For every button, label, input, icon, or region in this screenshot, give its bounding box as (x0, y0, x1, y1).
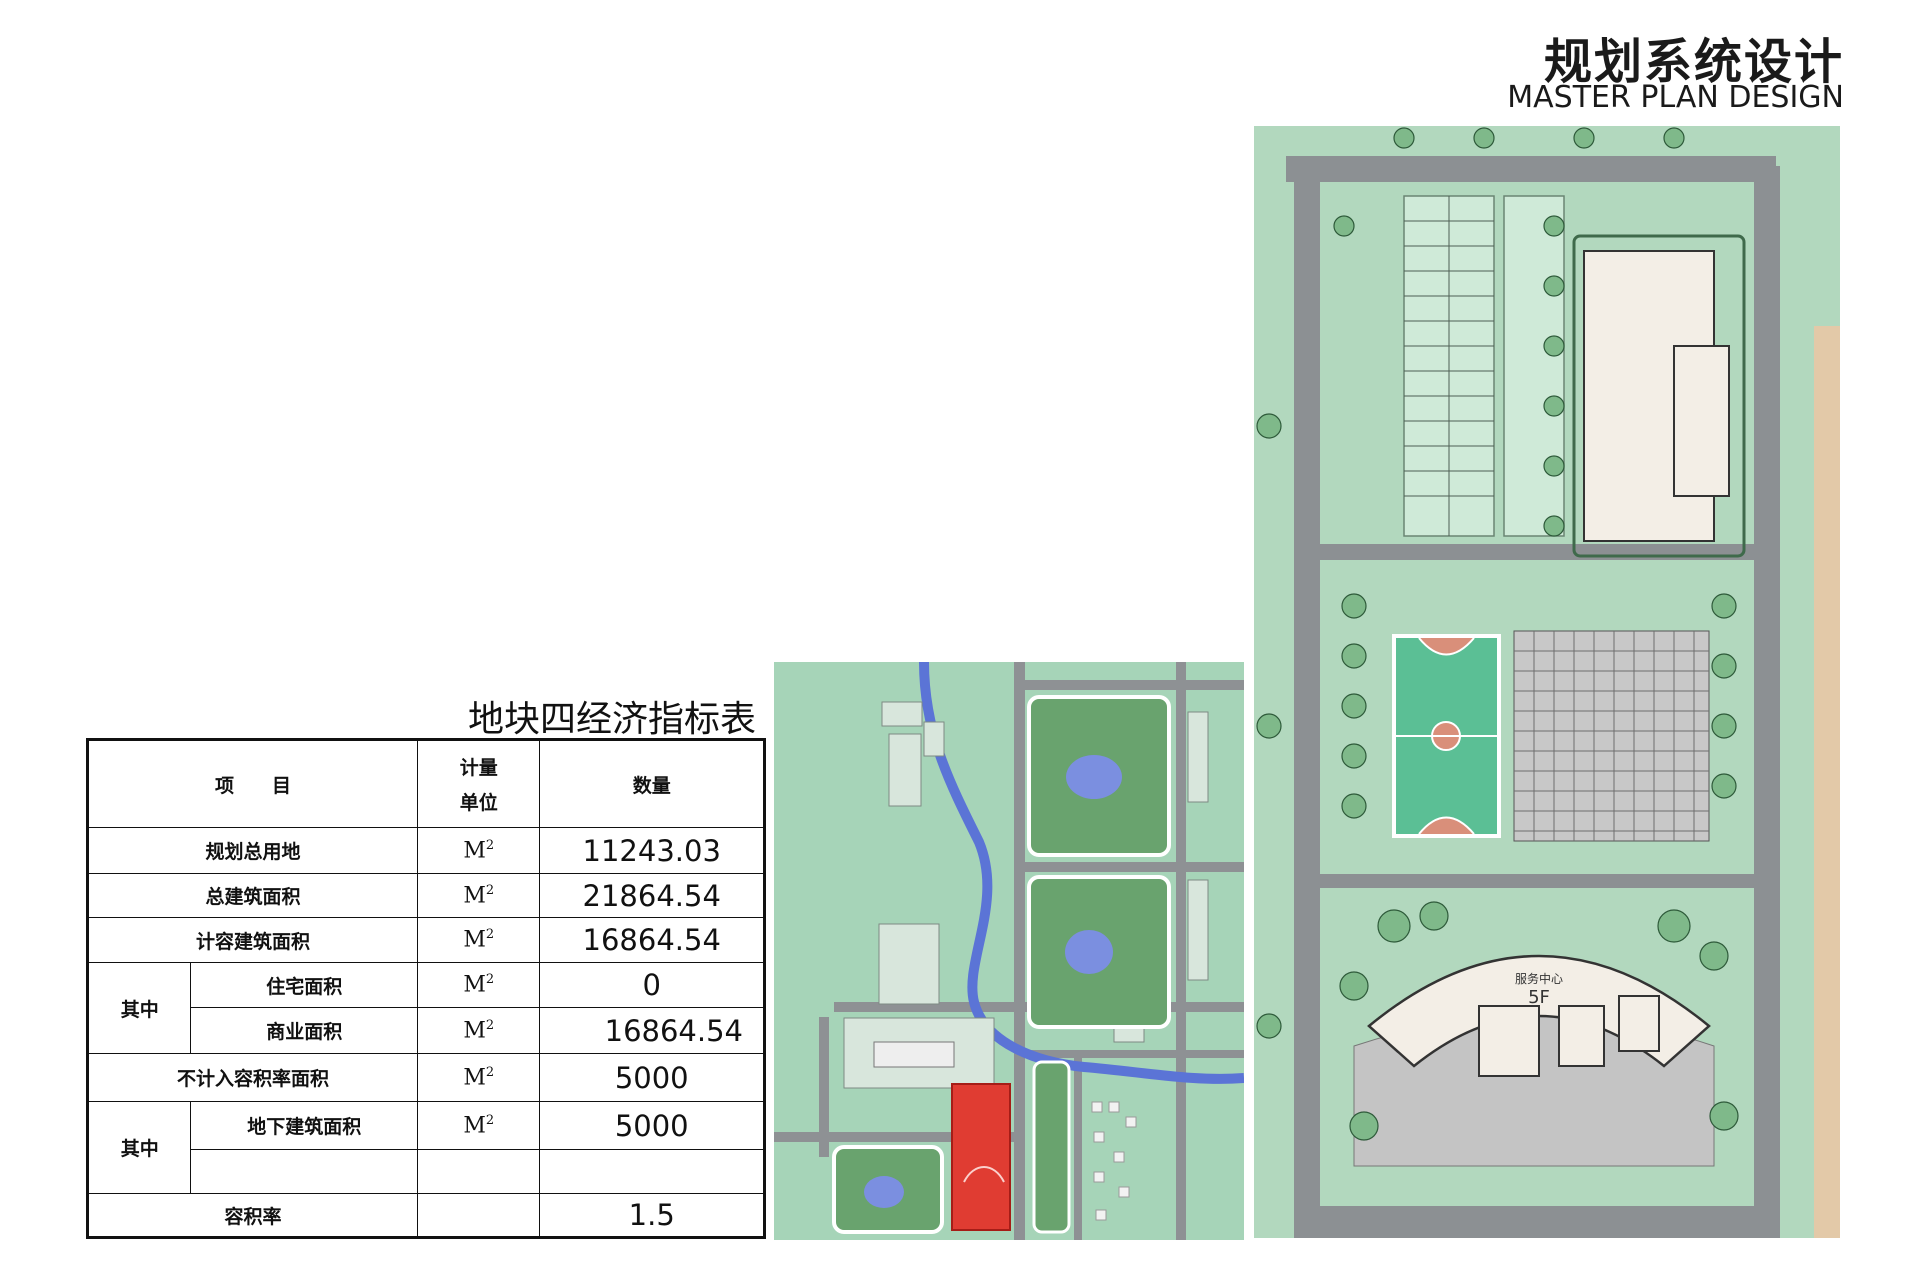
table-row: 商业面积 M2 16864.54 (88, 1007, 765, 1054)
row-label: 容积率 (86, 1193, 419, 1238)
row-unit: M2 (417, 1007, 541, 1054)
grid-plaza (1513, 630, 1710, 842)
empty-cell (190, 1149, 419, 1194)
header-unit-line1: 计量 (459, 757, 498, 779)
row-unit: M2 (417, 917, 541, 963)
table-row-empty (88, 1149, 765, 1194)
grid-lines (1514, 631, 1709, 841)
row-label: 不计入容积率面积 (86, 1053, 419, 1102)
row-value: 0 (539, 962, 765, 1008)
row-label: 规划总用地 (86, 827, 419, 874)
page-subtitle: MASTER PLAN DESIGN (1507, 80, 1844, 115)
empty-cell (417, 1193, 541, 1238)
header-unit: 计量 单位 (417, 739, 541, 828)
row-label: 地下建筑面积 (190, 1101, 419, 1150)
page-title: 规划系统设计 (1543, 34, 1844, 90)
group-label: 其中 (86, 1101, 192, 1194)
table-row: 总建筑面积 M2 21864.54 (86, 873, 765, 918)
site-roads (1286, 156, 1780, 1238)
table-row: 计容建筑面积 M2 16864.54 (86, 917, 765, 963)
service-center-floors: 5F (1528, 987, 1550, 1008)
row-label: 住宅面积 (190, 962, 419, 1008)
trees (1256, 127, 1739, 1141)
row-value: 11243.03 (539, 827, 765, 874)
row-unit: M2 (417, 962, 541, 1008)
service-center-label: 服务中心 (1515, 971, 1563, 986)
header-unit-line2: 单位 (459, 792, 498, 814)
header-qty: 数量 (539, 739, 765, 828)
table-row: 容积率 1.5 (86, 1193, 765, 1238)
small-buildings (1091, 1101, 1137, 1221)
row-label: 计容建筑面积 (86, 917, 419, 963)
residential-blocks (832, 695, 1171, 1234)
row-value: 5000 (539, 1053, 765, 1102)
row-value: 16864.54 (539, 917, 765, 963)
empty-cell (539, 1149, 765, 1194)
row-value: 5000 (539, 1101, 765, 1150)
table-row: 规划总用地 M2 11243.03 (86, 827, 765, 874)
parcel-four-highlight (951, 1083, 1011, 1231)
site-plan: 服务中心 5F (1254, 126, 1840, 1238)
table-title: 地块四经济指标表 (467, 699, 756, 740)
context-map (774, 662, 1244, 1240)
empty-cell (417, 1149, 541, 1194)
table-header-row: 项 目 计量 单位 数量 (86, 739, 765, 828)
header-item: 项 目 (86, 739, 419, 828)
row-unit: M2 (417, 827, 541, 874)
group-label: 其中 (86, 962, 192, 1054)
table-row: 其中 住宅面积 M2 0 (86, 962, 765, 1054)
economic-indicator-table: 项 目 计量 单位 数量 规划总用地 M2 11243.03 总建筑面积 M2 … (86, 738, 766, 1239)
row-value: 16864.54 (539, 1007, 765, 1054)
parking-area (1403, 195, 1565, 537)
row-value: 21864.54 (539, 873, 765, 918)
row-unit: M2 (417, 873, 541, 918)
table-row: 其中 地下建筑面积 M2 5000 (86, 1101, 765, 1194)
parking-lines (1404, 196, 1494, 536)
row-label: 商业面积 (190, 1007, 419, 1054)
row-unit: M2 (417, 1101, 541, 1150)
river (919, 662, 1244, 1084)
row-unit: M2 (417, 1053, 541, 1102)
row-label: 总建筑面积 (86, 873, 419, 918)
row-value: 1.5 (539, 1193, 765, 1238)
table-row: 不计入容积率面积 M2 5000 (86, 1053, 765, 1102)
